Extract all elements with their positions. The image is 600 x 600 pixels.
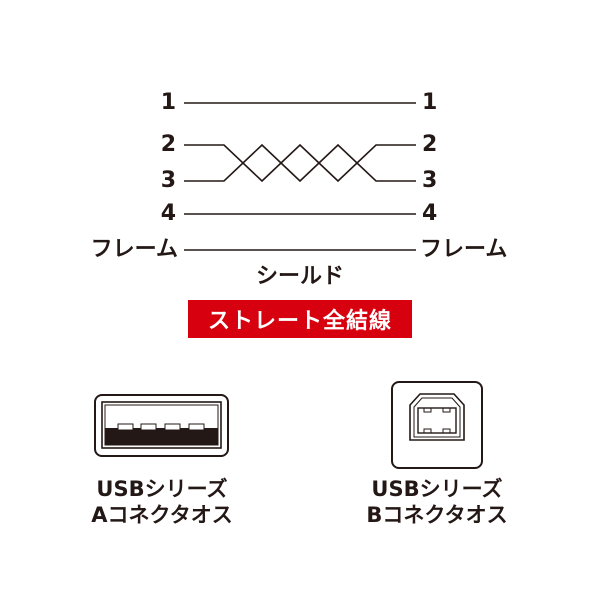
pin-label-left-3: 3: [160, 168, 176, 193]
pin-label-left-1: 1: [160, 90, 176, 115]
pin-label-right-1: 1: [422, 90, 438, 115]
frame-label-left: フレーム: [90, 237, 178, 262]
pin-label-right-3: 3: [422, 168, 438, 193]
pin-label-right-2: 2: [422, 132, 438, 157]
pin-label-left-2: 2: [160, 132, 176, 157]
wire-3: [184, 143, 416, 183]
frame-label-right: フレーム: [420, 237, 508, 262]
usb-a-caption-line2: Aコネクタオス: [91, 503, 233, 527]
usb-a-caption: USBシリーズ Aコネクタオス: [62, 476, 262, 528]
wire-2: [184, 143, 416, 183]
usb-a-icon: [94, 394, 229, 457]
usb-b-caption-line1: USBシリーズ: [371, 477, 503, 501]
pin-label-right-4: 4: [422, 201, 438, 226]
straight-wiring-badge: ストレート全結線: [188, 300, 412, 338]
shield-label: シールド: [255, 264, 344, 289]
usb-a-caption-line1: USBシリーズ: [96, 477, 228, 501]
pin-label-left-4: 4: [160, 201, 176, 226]
usb-b-caption: USBシリーズ Bコネクタオス: [337, 476, 537, 528]
usb-b-caption-line2: Bコネクタオス: [366, 503, 508, 527]
usb-b-icon: [391, 381, 483, 469]
